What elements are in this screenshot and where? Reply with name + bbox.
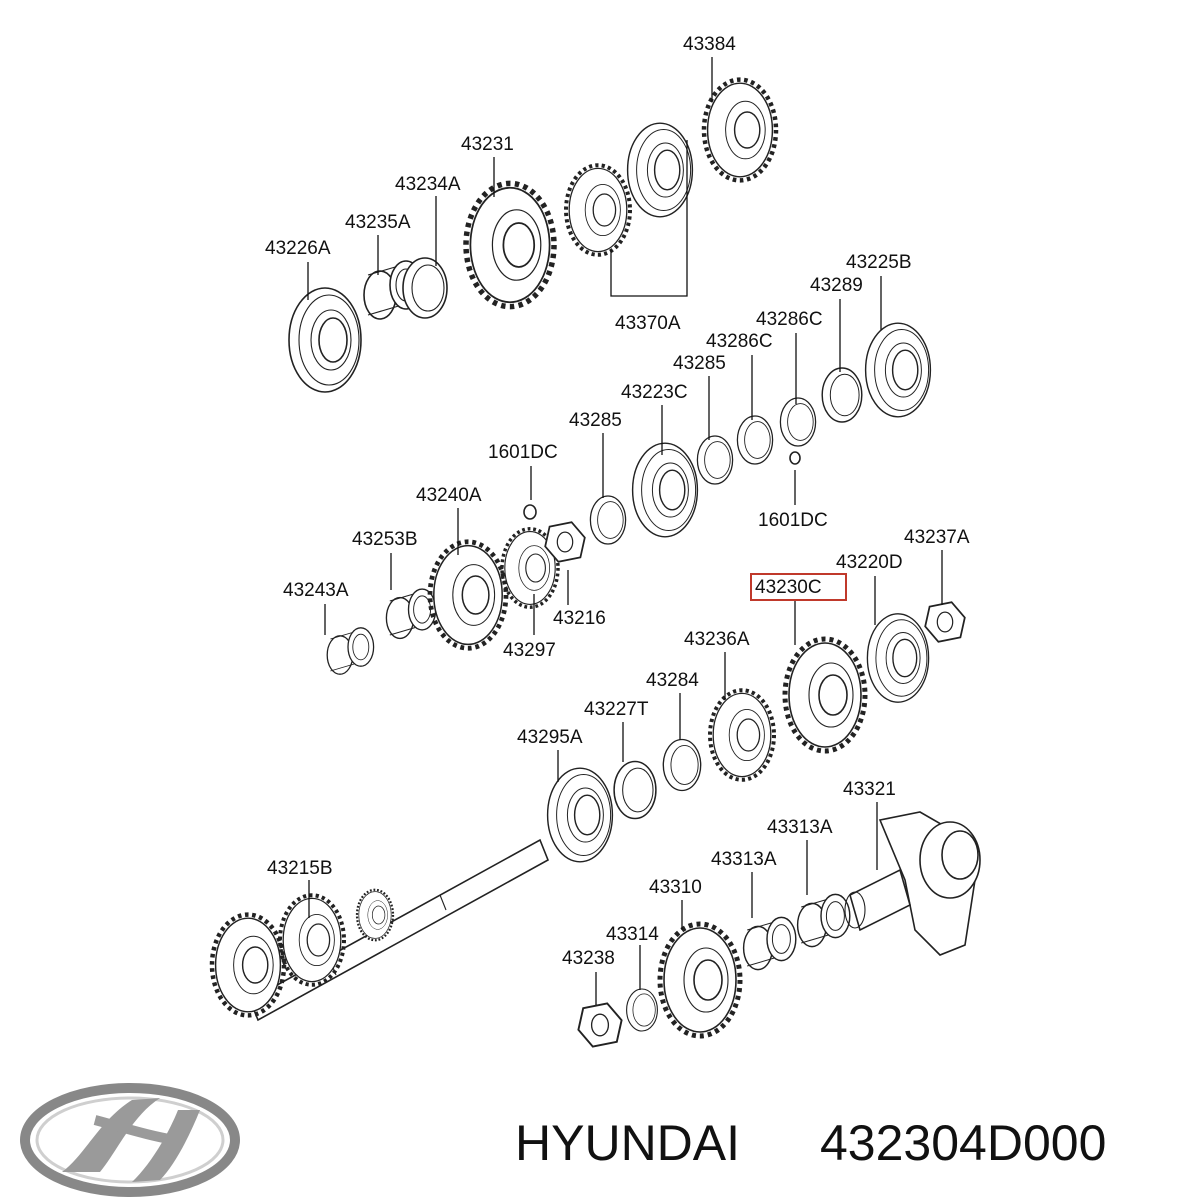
label-43215B: 43215B	[267, 858, 333, 879]
label-43297: 43297	[503, 640, 556, 661]
part-43286C-a-shape	[736, 415, 774, 465]
part-43227T-shape	[613, 760, 657, 820]
label-43231: 43231	[461, 134, 514, 155]
label-43240A: 43240A	[416, 485, 482, 506]
part-1601DC-ball-b	[789, 451, 801, 465]
label-43225B: 43225B	[846, 252, 912, 273]
label-43234A: 43234A	[395, 174, 461, 195]
label-43313A-upper: 43313A	[767, 817, 833, 838]
label-43286C-upper: 43286C	[756, 309, 823, 330]
part-43384-shape	[704, 80, 776, 181]
part-43370A-hub-shape	[566, 165, 630, 255]
part-43289-shape	[821, 367, 863, 423]
label-43295A: 43295A	[517, 727, 583, 748]
part-43313A-b-shape	[796, 893, 851, 948]
label-43321: 43321	[843, 779, 896, 800]
label-43286C-lower: 43286C	[706, 331, 773, 352]
label-43216: 43216	[553, 608, 606, 629]
part-43240A-shape	[430, 542, 506, 648]
part-1601DC-ball-a	[523, 504, 537, 520]
hyundai-logo-icon	[20, 1083, 240, 1197]
part-43238-shape	[577, 1002, 623, 1048]
label-43370A: 43370A	[615, 313, 681, 334]
part-43237A-shape	[924, 601, 966, 643]
label-43284: 43284	[646, 670, 699, 691]
part-43223C-shape	[631, 442, 699, 538]
part-43314-shape	[626, 988, 658, 1032]
part-labels: 43384 43231 43234A 43235A 43226A 43370A …	[265, 34, 970, 969]
part-number: 432304D000	[820, 1115, 1106, 1171]
label-43285-lower: 43285	[569, 410, 622, 431]
part-43253B-shape	[385, 588, 437, 640]
label-43237A: 43237A	[904, 527, 970, 548]
brand-name: HYUNDAI	[515, 1115, 740, 1171]
label-43230C: 43230C	[755, 577, 822, 598]
label-43238: 43238	[562, 948, 615, 969]
part-43313A-a-shape	[742, 916, 797, 971]
part-43226A-shape	[288, 287, 362, 393]
part-43215B-shape	[212, 838, 550, 1022]
part-43230C-shape	[785, 639, 865, 751]
part-group-middle	[326, 322, 932, 675]
part-43295A-shape	[546, 767, 614, 863]
label-43227T: 43227T	[584, 699, 649, 720]
label-43310: 43310	[649, 877, 702, 898]
label-1601DC-right: 1601DC	[758, 510, 828, 531]
leader-lines	[307, 57, 943, 1005]
label-43313A-lower: 43313A	[711, 849, 777, 870]
part-43285-a-shape	[696, 435, 734, 485]
part-43225B-shape	[864, 322, 932, 418]
part-group-output	[577, 811, 981, 1048]
part-43370A-sleeve-shape	[626, 122, 694, 218]
part-43284-shape	[662, 738, 702, 792]
label-43220D: 43220D	[836, 552, 903, 573]
part-group-upper	[288, 80, 776, 393]
part-43231-shape	[466, 183, 554, 306]
part-43310-shape	[660, 924, 740, 1036]
highlight-frame-43230C	[750, 573, 847, 601]
part-43236A-shape	[710, 690, 774, 780]
label-43289: 43289	[810, 275, 863, 296]
label-1601DC-left: 1601DC	[488, 442, 558, 463]
part-43321-shape	[844, 811, 981, 956]
part-43220D-shape	[866, 613, 930, 703]
label-43223C: 43223C	[621, 382, 688, 403]
label-43226A: 43226A	[265, 238, 331, 259]
label-43236A: 43236A	[684, 629, 750, 650]
part-43243A-shape	[326, 627, 375, 675]
label-43235A: 43235A	[345, 212, 411, 233]
part-43234A-shape	[402, 257, 448, 319]
label-43243A: 43243A	[283, 580, 349, 601]
label-43314: 43314	[606, 924, 659, 945]
part-43286C-b-shape	[779, 397, 817, 447]
label-43253B: 43253B	[352, 529, 418, 550]
part-43285-b-shape	[589, 495, 627, 545]
label-43285-upper: 43285	[673, 353, 726, 374]
label-43384: 43384	[683, 34, 736, 55]
